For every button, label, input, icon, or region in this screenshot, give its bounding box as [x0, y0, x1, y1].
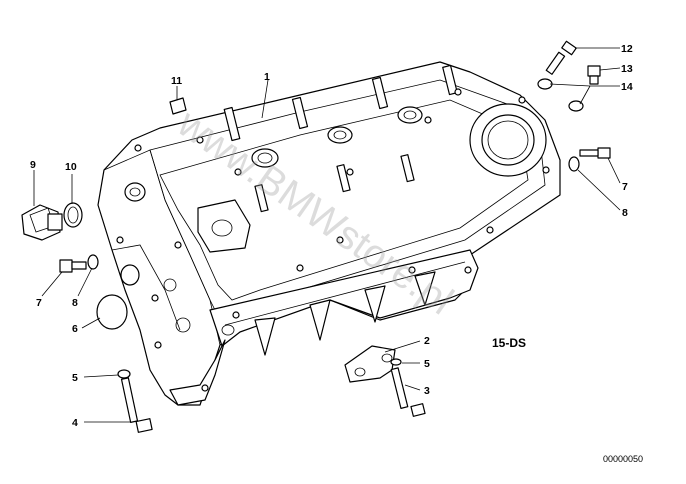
callout-12[interactable]: 12	[621, 43, 633, 55]
callout-6[interactable]: 6	[72, 323, 78, 335]
callout-14[interactable]: 14	[621, 81, 633, 93]
plug-item-9	[21, 204, 63, 241]
callout-4[interactable]: 4	[72, 417, 78, 429]
plug-item-13	[587, 65, 601, 85]
bolt-item-7-upper	[579, 147, 611, 159]
callout-2[interactable]: 2	[424, 335, 430, 347]
callout-11[interactable]: 11	[171, 75, 182, 87]
callout-7-left[interactable]: 7	[36, 297, 42, 309]
stud-item-3	[390, 367, 426, 417]
callout-8-left[interactable]: 8	[72, 297, 78, 309]
engine-block-drawing	[97, 61, 561, 406]
washer-item-14a	[537, 78, 553, 90]
callout-9[interactable]: 9	[30, 159, 36, 171]
callouts: 1 11 12 13 14 7 8 9 10 7 8 6 5 4 2 5 3	[30, 43, 633, 429]
bolt-item-4	[120, 377, 153, 433]
callout-3[interactable]: 3	[424, 385, 430, 397]
leader-lines	[33, 47, 621, 423]
callout-10[interactable]: 10	[65, 161, 77, 173]
washer-item-5-left	[117, 369, 131, 379]
plug-item-6	[96, 294, 128, 330]
callout-5-left[interactable]: 5	[72, 372, 78, 384]
sealing-ring-item-10	[63, 202, 83, 228]
washer-item-8-left	[87, 254, 99, 270]
washer-item-8-upper	[568, 156, 580, 172]
bolt-item-7-left	[59, 259, 87, 273]
image-number-label: 00000050	[603, 454, 643, 464]
callout-5-right[interactable]: 5	[424, 358, 430, 370]
bolt-item-12	[545, 40, 577, 75]
drawing-code-label: 15-DS	[492, 336, 526, 350]
plug-item-11	[169, 97, 187, 115]
bearing-cap-item-2	[344, 345, 396, 383]
callout-13[interactable]: 13	[621, 63, 633, 75]
callout-8-upper[interactable]: 8	[622, 207, 628, 219]
washer-item-14b	[568, 100, 584, 112]
callout-1[interactable]: 1	[264, 71, 270, 83]
washer-item-5-right	[390, 358, 402, 366]
loose-parts	[21, 40, 611, 433]
callout-7-upper[interactable]: 7	[622, 181, 628, 193]
